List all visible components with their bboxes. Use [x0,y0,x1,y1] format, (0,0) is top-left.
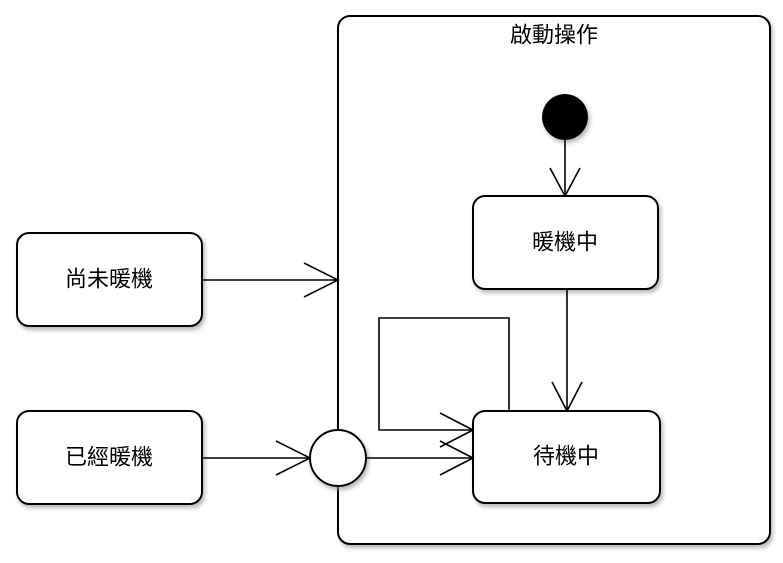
state-standby-box [472,410,661,504]
state-not-warmed[interactable]: 尚未暖機 [16,232,203,327]
state-already-warmed[interactable]: 已經暖機 [16,410,203,505]
composite-state-title: 啟動操作 [510,24,598,49]
state-standby[interactable]: 待機中 [472,410,661,504]
transition-entry-to-standby[interactable] [366,440,475,476]
state-warming-box [472,195,659,290]
entry-point-circle[interactable] [309,429,367,487]
state-warming[interactable]: 暖機中 [472,195,659,290]
initial-state-dot[interactable] [542,94,588,140]
transition-not-warmed-to-startup[interactable] [202,262,340,298]
state-already-warmed-label: 已經暖機 [65,446,153,471]
state-not-warmed-label: 尚未暖機 [65,268,153,293]
state-standby-label: 待機中 [533,445,599,470]
state-warming-label: 暖機中 [532,231,598,256]
transition-already-warmed-to-entry[interactable] [202,440,312,476]
